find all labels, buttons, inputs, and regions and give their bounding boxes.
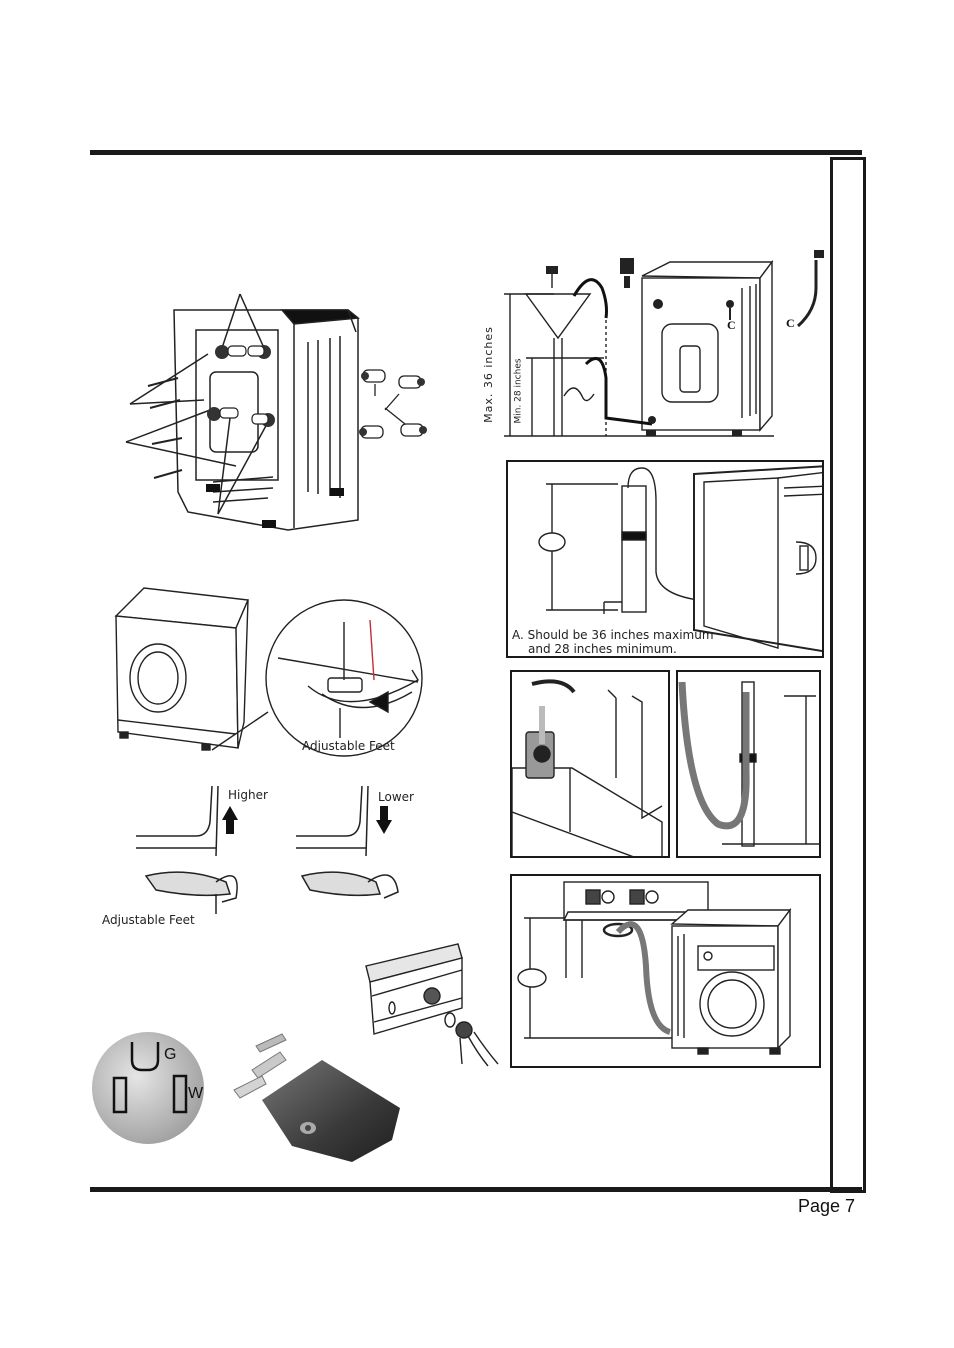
removed-bolts-illustration (355, 362, 435, 452)
wall-connection-panel (510, 874, 821, 1068)
hose-height-panel (676, 670, 821, 858)
min-height-label: Min. 28 inches (513, 358, 524, 424)
foot-higher-illustration: Higher (136, 785, 276, 916)
c-label-machine: C (727, 318, 736, 332)
higher-label: Higher (228, 788, 268, 802)
top-rule (90, 150, 862, 155)
shipping-bolts-illustration (118, 292, 438, 532)
adjustable-feet-label-top: Adjustable Feet (302, 739, 395, 753)
drain-height-diagram: Max. 36 inches Min. 28 inches C C (482, 248, 829, 440)
power-plug-image (232, 1030, 412, 1170)
dryer-leveling-illustration: Adjustable Feet (108, 582, 438, 782)
adjustable-feet-label-bottom: Adjustable Feet (102, 913, 195, 927)
three-prong-outlet: G W (90, 1030, 206, 1146)
standpipe-note-line2: and 28 inches minimum. (528, 642, 677, 656)
page-number: Page 7 (798, 1196, 856, 1216)
white-slot-label: W (188, 1085, 204, 1102)
connector-closeup-illustration (362, 938, 502, 1068)
bottom-rule (90, 1187, 862, 1192)
ground-slot-label: G (164, 1046, 177, 1063)
foot-lower-illustration: Lower (296, 785, 436, 916)
hose-clamp-panel (510, 670, 670, 858)
standpipe-note-line1: A. Should be 36 inches maximum (512, 628, 714, 642)
side-tab (830, 157, 866, 1193)
max-height-label: Max. 36 inches (481, 326, 495, 423)
standpipe-panel: A. Should be 36 inches maximum and 28 in… (506, 460, 824, 658)
lower-label: Lower (378, 790, 414, 804)
c-label-hose: C (786, 316, 795, 330)
